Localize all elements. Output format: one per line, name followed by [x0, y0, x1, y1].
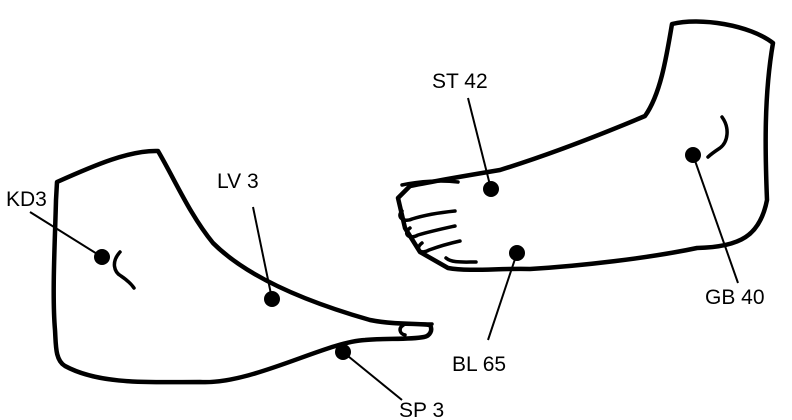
st42-label: ST 42 — [432, 70, 488, 93]
gb40-label: GB 40 — [705, 286, 765, 309]
right-ankle-bone — [706, 115, 729, 159]
st42-leader-line — [467, 97, 492, 190]
gb40-point — [685, 147, 701, 163]
left-big-toe-nail — [398, 322, 434, 337]
st42-point — [483, 181, 499, 197]
sp3-point — [335, 344, 351, 360]
kd3-leader-line — [29, 211, 103, 258]
right-foot — [395, 19, 776, 273]
kd3-label: KD3 — [6, 188, 47, 211]
sp3-label: SP 3 — [399, 399, 444, 420]
acupoint-sp3: SP 3 — [335, 344, 444, 420]
left-foot — [51, 148, 434, 385]
sp3-leader-line — [342, 351, 403, 401]
acupoint-lv3: LV 3 — [217, 170, 280, 307]
lv3-point — [264, 291, 280, 307]
right-toe-5 — [444, 256, 478, 264]
acupoint-gb40: GB 40 — [685, 147, 765, 309]
right-toe-1 — [400, 179, 460, 187]
lv3-label: LV 3 — [217, 170, 259, 193]
left-ankle-bone — [112, 250, 136, 290]
acupoint-bl65: BL 65 — [452, 245, 525, 376]
acupoint-kd3: KD3 — [6, 188, 110, 265]
acupoint-st42: ST 42 — [432, 70, 499, 197]
bl65-leader-line — [487, 252, 518, 341]
right-toe-4 — [416, 239, 462, 254]
gb40-leader-line — [692, 154, 739, 284]
lv3-leader-line — [252, 206, 273, 300]
kd3-point — [94, 249, 110, 265]
right-toe-3 — [405, 224, 457, 239]
right-toe-2 — [398, 209, 457, 223]
right-foot-outline — [395, 19, 776, 273]
bl65-point — [509, 245, 525, 261]
left-foot-outline — [51, 148, 434, 385]
bl65-label: BL 65 — [452, 353, 506, 376]
